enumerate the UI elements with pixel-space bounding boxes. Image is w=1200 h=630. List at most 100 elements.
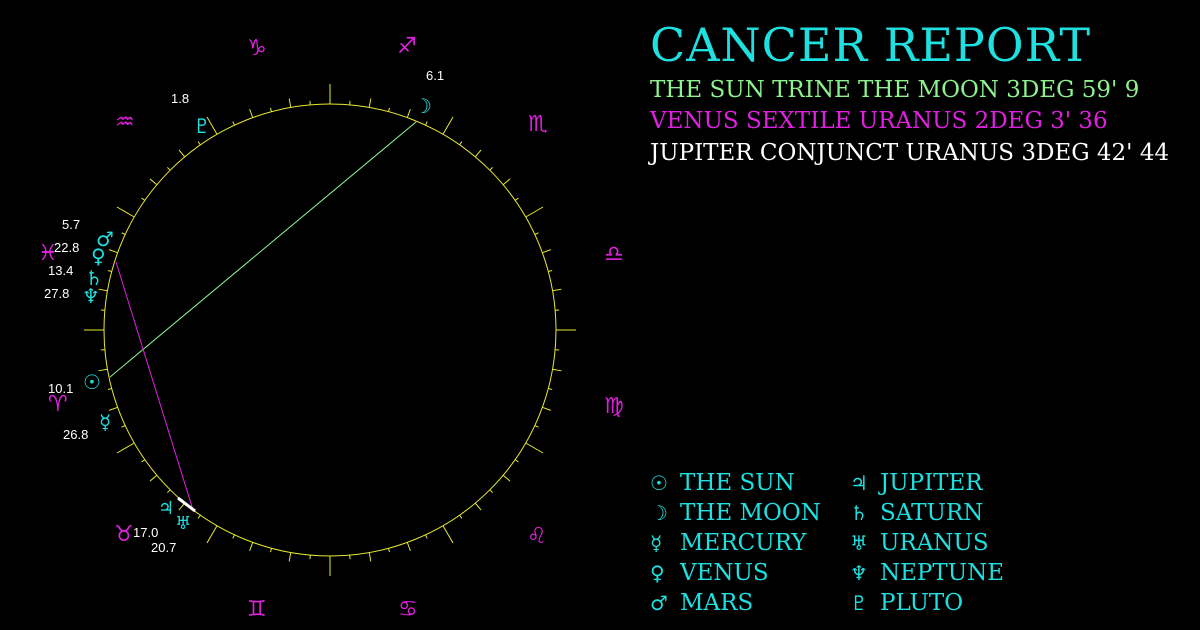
legend-item-sun: ☉ THE SUN [650,468,821,498]
degree-tick [368,98,372,108]
degree-tick [489,167,493,171]
degree-tick [489,489,493,493]
degree-tick [406,109,411,118]
degree-tick [534,232,539,235]
aspect-sun-moon: THE SUN TRINE THE MOON 3DEG 59' 9 [650,77,1140,103]
degree-tick [167,489,171,493]
degree-tick [98,288,108,292]
legend-item-saturn: ♄SATURN [850,498,1004,528]
degree-tick [548,269,553,272]
aries-icon: ♈ [48,392,68,417]
degree-tick [98,368,108,372]
degree-tick [232,534,235,539]
legend-label: VENUS [680,560,769,586]
degree-tick [288,552,292,562]
degree-tick [368,552,372,562]
legend-label: MARS [680,590,754,616]
mercury-icon: ☿ [650,531,663,555]
legend-label: NEPTUNE [880,560,1005,586]
degree-tick [206,116,218,135]
mars-degree: 5.7 [62,217,80,232]
cancer-icon: ♋ [398,597,418,622]
jupiter-degree: 17.0 [133,525,158,540]
jupiter-icon: ♃ [850,471,868,495]
uranus-icon: ♅ [850,531,868,555]
gemini-icon: ♊ [247,597,267,622]
degree-tick [459,514,463,519]
degree-tick [525,442,544,454]
degree-tick [249,542,254,551]
degree-tick [502,474,511,482]
uranus-icon: ♅ [175,513,191,534]
degree-tick [269,548,272,553]
legend-label: THE MOON [680,500,821,526]
legend-item-venus: ♀ VENUS [650,558,821,588]
legend-item-uranus: ♅ URANUS [850,528,1004,558]
pluto-degree: 1.8 [171,91,189,106]
sun-degree: 10.1 [48,381,73,396]
sun-icon: ☉ [650,471,668,495]
degree-tick [206,525,218,544]
venus-icon: ♀ [91,244,106,268]
legend-label: MERCURY [680,530,807,556]
pluto-icon: ♇ [850,591,868,615]
degree-tick [121,232,126,235]
sun-moon-trine-line [109,121,417,378]
capricorn-icon: ♑ [247,36,267,61]
saturn-icon: ♄ [85,266,103,290]
degree-tick [442,525,454,544]
degree-tick [141,197,146,201]
degree-tick [109,406,118,411]
degree-tick [525,206,544,218]
legend-item-mercury: ☿ MERCURY [650,528,821,558]
jupiter-uranus-conjunct-line [177,496,196,513]
jupiter-icon: ♃ [158,498,174,519]
mars-icon: ♂ [650,591,668,615]
wheel-circle [103,103,557,557]
legend-item-moon: ☽ THE MOON [650,498,821,528]
legend-column-2: ♃JUPITER ♄SATURN ♅URANUS ♆NEPTUNE ♇PLUTO [850,468,1004,618]
degree-tick [107,269,112,272]
venus-uranus-sextile-line [115,261,194,511]
astrology-wheel: ♈ ♉ ♊ ♋ ♌ ♍ ♎ ♏ ♐ ♑ ♒ ♓ ☉ ☽ ☿ ♀ ♂ ♃ ♄ ♅ … [38,34,624,622]
degree-tick [121,425,126,428]
mars-icon: ♂ [96,227,114,251]
degree-tick [474,502,482,511]
legend-item-mars: ♂ MARS [650,588,821,618]
degree-tick [542,406,551,411]
degree-tick [542,249,551,254]
degree-tick [249,109,254,118]
legend-label: PLUTO [880,590,964,616]
legend-label: THE SUN [680,470,795,496]
degree-tick [388,107,391,112]
degree-tick [197,141,201,146]
sun-icon: ☉ [83,370,101,394]
taurus-icon: ♉ [114,522,134,547]
uranus-degree: 20.7 [151,540,176,555]
virgo-icon: ♍ [604,394,624,419]
moon-icon: ☽ [650,501,668,525]
degree-tick [116,442,135,454]
degree-tick [425,121,428,126]
degree-tick [197,514,201,519]
degree-tick [149,474,158,482]
moon-icon: ☽ [414,94,432,118]
degree-tick [167,167,171,171]
degree-ticks [84,84,576,576]
saturn-degree: 13.4 [48,263,73,278]
venus-icon: ♀ [650,561,665,585]
sagittarius-icon: ♐ [397,34,417,59]
mercury-icon: ☿ [99,410,111,434]
degree-tick [459,141,463,146]
degree-tick [149,178,158,186]
degree-tick [288,98,292,108]
legend-item-pluto: ♇ PLUTO [850,588,1004,618]
degree-tick [534,425,539,428]
degree-tick [514,459,519,463]
degree-tick [109,249,118,254]
legend-label: URANUS [880,530,989,556]
degree-tick [141,459,146,463]
degree-tick [552,368,562,372]
neptune-icon: ♆ [82,284,100,308]
libra-icon: ♎ [604,242,624,267]
